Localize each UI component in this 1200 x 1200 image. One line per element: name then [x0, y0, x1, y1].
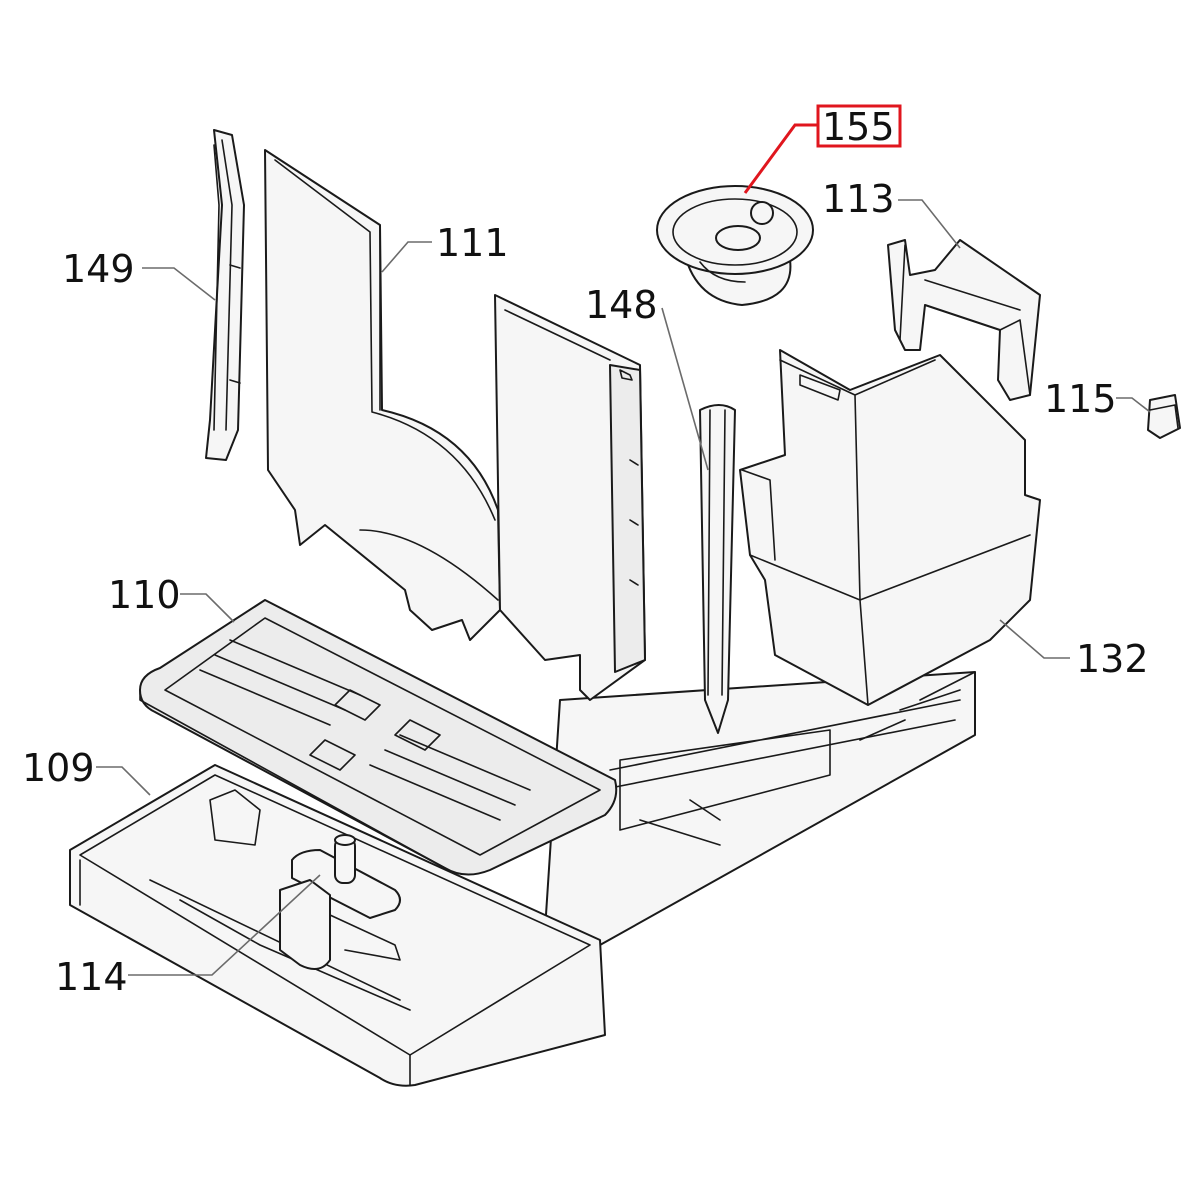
base-frame-part — [544, 671, 976, 946]
callout-109[interactable]: 109 — [22, 746, 95, 790]
leader-line-115 — [1116, 397, 1151, 413]
float-part-114 — [279, 834, 401, 970]
side-panel-part — [494, 294, 646, 701]
leader-line-148 — [661, 307, 709, 471]
callout-148[interactable]: 148 — [585, 283, 658, 327]
leader-line-149 — [142, 267, 216, 301]
callout-132[interactable]: 132 — [1076, 637, 1149, 681]
leader-line-110 — [180, 593, 235, 623]
water-tank-part-132 — [739, 349, 1041, 706]
leader-line-109 — [96, 766, 151, 796]
tube-part-148 — [699, 404, 736, 734]
leader-line-113 — [898, 199, 961, 249]
callout-111[interactable]: 111 — [436, 221, 509, 265]
callout-149[interactable]: 149 — [62, 247, 135, 291]
lid-part-155 — [656, 185, 814, 306]
leader-line-132 — [999, 619, 1070, 659]
callout-110[interactable]: 110 — [108, 573, 181, 617]
cap-part-115 — [1147, 394, 1181, 439]
bracket-part-113 — [887, 239, 1041, 401]
highlight-box-155 — [816, 104, 902, 148]
callout-115[interactable]: 115 — [1044, 377, 1117, 421]
leader-line-155 — [743, 123, 818, 194]
callout-114[interactable]: 114 — [55, 955, 128, 999]
drip-tray-part-109 — [69, 764, 606, 1087]
leader-lines — [96, 123, 1151, 976]
drip-grid-part-110 — [139, 599, 618, 876]
callout-113[interactable]: 113 — [822, 177, 895, 221]
leader-line-111 — [381, 241, 432, 273]
rail-part-149 — [205, 129, 245, 461]
leader-line-114 — [128, 874, 321, 976]
back-panel-part-111 — [264, 149, 501, 641]
callout-155[interactable]: 155 — [822, 105, 895, 149]
